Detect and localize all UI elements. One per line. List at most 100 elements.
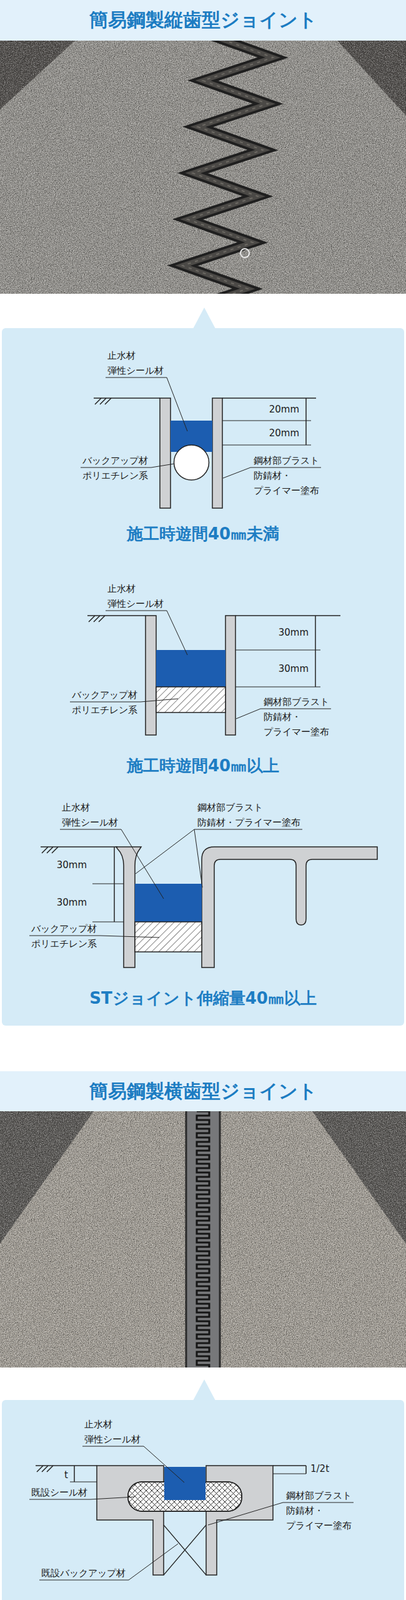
leader-line [135,828,195,874]
part-label: 鋼材部ブラスト [252,454,320,466]
leader-line [99,935,160,937]
steel-plate [145,615,157,735]
sealant [164,1465,206,1500]
ground-hatch [94,397,112,405]
finger-teeth [196,1110,210,1367]
part-label: 弾性シール材 [61,816,119,828]
part-label: プライマー塗布 [262,725,330,738]
leader-line [194,828,203,887]
ring [240,248,250,258]
part-label: バックアップ材 [30,922,98,934]
backup-rod [174,444,210,480]
plate-edge [185,1110,188,1367]
ground-line [272,1464,307,1466]
steel-plate [225,615,236,735]
leader-line [128,1542,179,1580]
leader-line [151,463,175,468]
heading-text: 簡易鋼製縦歯型ジョイント [89,7,318,34]
caption-text: 施工時遊間40㎜未満 [124,524,282,543]
part-label: プライマー塗布 [285,1519,353,1531]
panel-pointer [193,307,216,329]
label-underline [282,1501,354,1503]
part-label: 20mm [268,403,300,415]
part-label: ポリエチレン系 [30,937,98,949]
part-label: 鋼材部ブラスト [262,695,330,708]
part-label: プライマー塗布 [252,484,320,496]
part-label: 鋼材部ブラスト [285,1489,353,1501]
part-label: 止水材 [106,349,137,362]
part-label: 20mm [268,427,300,439]
dimension-tick [235,686,321,688]
part-label: t [63,1468,69,1480]
part-label: ポリエチレン系 [71,703,139,716]
section-3 [40,846,378,967]
title-band: 簡易鋼製横歯型ジョイント [0,1070,406,1111]
sealant [134,883,202,922]
ground-hatch [88,615,105,622]
zigzag-joint [177,40,273,294]
leader-line [166,377,188,431]
joint-photo [0,1110,406,1367]
ground-hatch [41,846,59,853]
dimension-line [113,846,115,922]
dimension-line [314,615,317,687]
dimension-tick [69,1480,97,1482]
caption-text: 施工時遊間40㎜以上 [124,755,282,775]
heading-text: 簡易鋼製横歯型ジョイント [89,1078,318,1104]
leader-line [166,610,188,655]
st-joint-profile [201,846,378,967]
part-label: 弾性シール材 [106,597,165,609]
ground-line [35,1464,97,1466]
dimension-tick [272,1472,307,1474]
leader-line [222,467,251,478]
ground-line [235,614,341,616]
part-label: 既設バックアップ材 [40,1566,127,1578]
label-underline [59,828,122,830]
dimension-line [305,1464,307,1473]
label-underline [82,1445,144,1446]
joint-photo [0,40,406,294]
steel-plate [159,397,171,508]
leader-line [207,1501,283,1525]
part-label: 弾性シール材 [83,1432,142,1445]
ground-line [222,397,317,399]
dimension-line [305,397,307,445]
finger-gap [196,1110,210,1367]
label-underline [29,1498,91,1500]
section-2 [87,615,341,735]
part-label: 30mm [277,662,310,674]
part-label: ポリエチレン系 [81,469,149,481]
label-underline [105,377,167,378]
title-band: 簡易鋼製縦歯型ジョイント [0,0,406,41]
part-label: バックアップ材 [81,454,149,466]
ground-line [87,614,146,616]
caption-text: STジョイント伸縮量40㎜以上 [86,988,320,1007]
dimension-tick [222,420,312,421]
label-underline [69,701,141,703]
leader-line [236,708,261,719]
label-underline [260,708,332,709]
part-label: 鋼材部ブラスト [196,801,264,813]
part-label: 防錆材・ [262,710,302,723]
panel-pointer [193,1378,216,1400]
label-underline [105,610,167,611]
leader-line [143,1445,185,1482]
dimension-tick [92,921,124,922]
part-label: 防錆材・ [285,1504,325,1516]
dimension-tick [235,649,321,651]
part-label: 既設シール材 [30,1485,89,1498]
label-underline [39,1579,129,1580]
panel [1,1399,405,1600]
part-label: 1/2t [309,1462,330,1474]
part-label: 30mm [56,858,88,871]
ground-line [93,397,160,399]
ground-hatch [36,1464,54,1471]
leader-line [140,698,179,702]
part-label: 30mm [56,896,88,908]
part-label: 30mm [277,626,310,638]
part-label: 防錆材・ [252,469,292,481]
part-label: 止水材 [83,1417,114,1430]
joint-dirt [177,40,273,294]
part-label: 弾性シール材 [106,364,165,377]
